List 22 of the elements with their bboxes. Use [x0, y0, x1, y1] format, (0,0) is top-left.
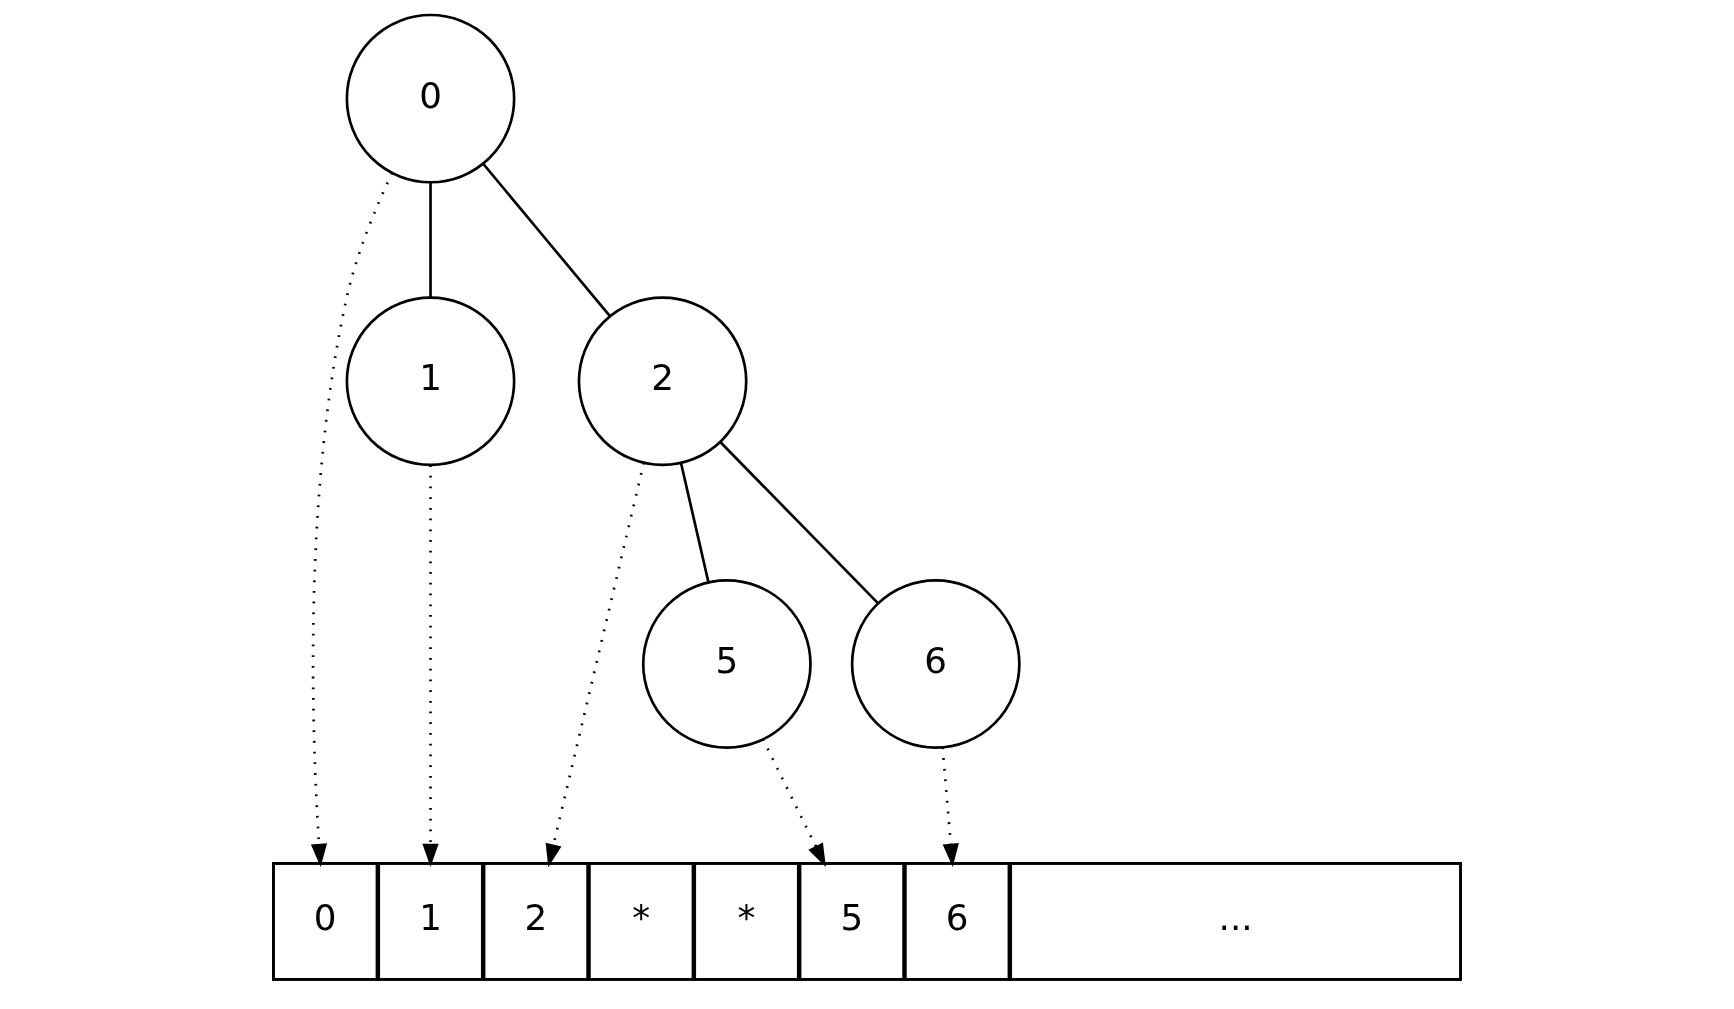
node-box: *: [693, 862, 800, 981]
node-circle: 6: [850, 579, 1021, 749]
node-box: 1: [377, 862, 484, 981]
connector: [482, 162, 612, 318]
node-box: 2: [482, 862, 589, 981]
arrow: [422, 465, 439, 868]
arrow: [761, 738, 826, 867]
connector: [719, 441, 879, 605]
arrow: [941, 747, 959, 867]
node-box: 5: [798, 862, 905, 981]
node-box: 0: [272, 862, 379, 981]
node-circle: 2: [577, 296, 748, 467]
connector: [429, 182, 432, 298]
node-box: ...: [1009, 862, 1462, 981]
arrow: [310, 172, 394, 868]
connector: [679, 462, 710, 583]
node-box: 6: [904, 862, 1011, 981]
arrow: [545, 462, 646, 868]
node-circle: 5: [641, 579, 812, 749]
node-circle: 1: [345, 296, 516, 467]
node-circle: 0: [345, 13, 516, 184]
node-box: *: [588, 862, 695, 981]
